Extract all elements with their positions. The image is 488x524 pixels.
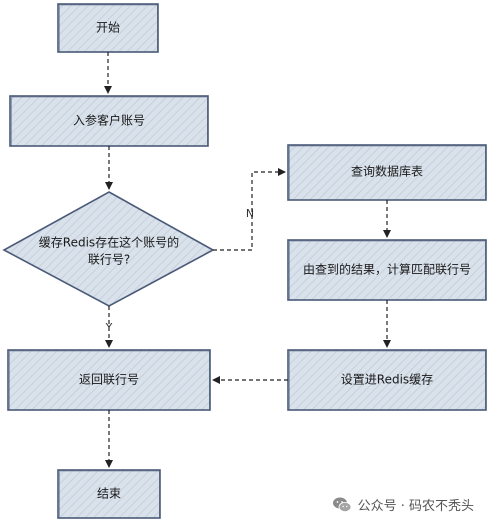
input-node: 入参客户账号 [9, 95, 209, 147]
input-label: 入参客户账号 [73, 113, 145, 128]
watermark: 公众号 · 码农不秃头 [332, 495, 474, 514]
watermark-text: 公众号 · 码农不秃头 [357, 499, 474, 514]
start-node: 开始 [57, 3, 159, 53]
query-db-label: 查询数据库表 [351, 164, 423, 179]
match-label: 由查到的结果，计算匹配联行号 [303, 262, 471, 277]
start-label: 开始 [96, 21, 120, 35]
query-db-node: 查询数据库表 [287, 144, 487, 201]
end-node: 结束 [57, 469, 161, 519]
decision-label-line1: 缓存Redis存在这个账号的 [39, 235, 179, 250]
wechat-icon [332, 497, 351, 512]
end-label: 结束 [97, 487, 121, 501]
edge-decision-no-to-query [213, 168, 286, 251]
edge-label-yes: Y [105, 321, 113, 334]
set-cache-node: 设置进Redis缓存 [287, 349, 487, 411]
decision-label-line2: 联行号? [88, 253, 130, 267]
return-label: 返回联行号 [79, 373, 139, 387]
decision-node: 缓存Redis存在这个账号的 联行号? [2, 191, 215, 307]
return-node: 返回联行号 [7, 349, 211, 411]
edge-label-no: N [246, 207, 254, 220]
match-node: 由查到的结果，计算匹配联行号 [287, 239, 487, 301]
set-cache-label: 设置进Redis缓存 [341, 373, 433, 387]
